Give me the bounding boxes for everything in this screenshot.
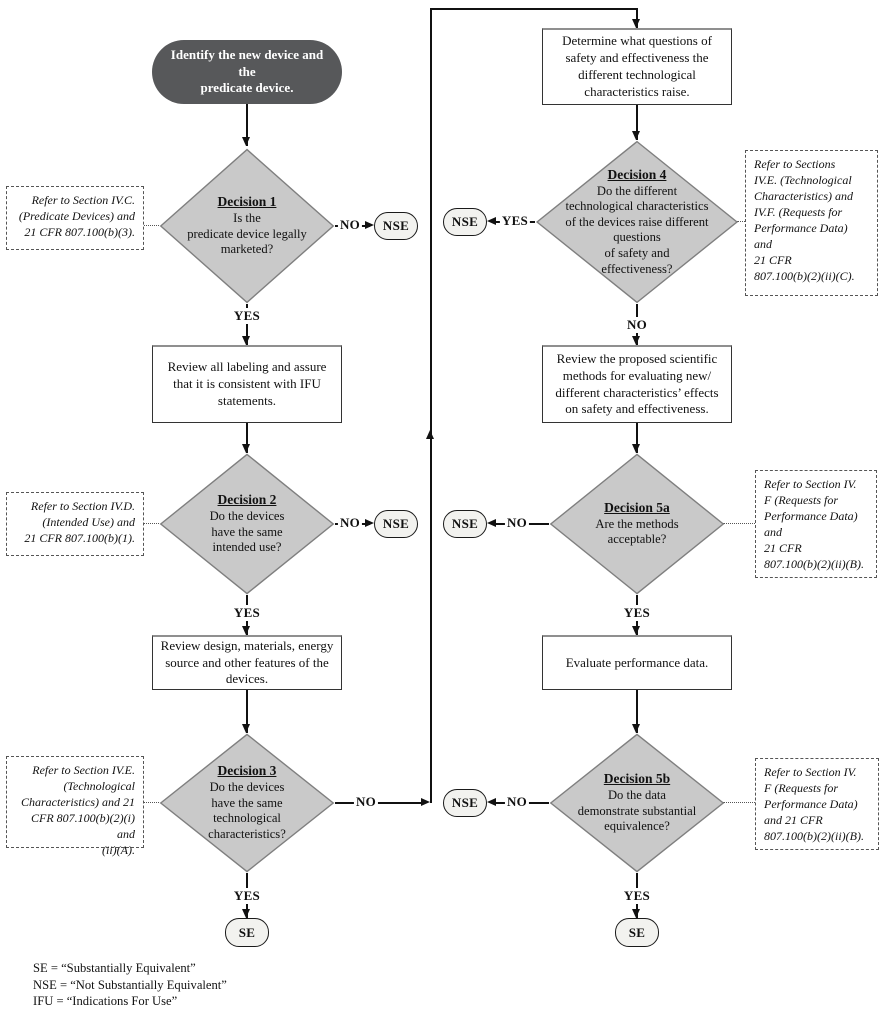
decision-4-question: Do the different technological character… (565, 183, 709, 276)
arrowhead-down-icon (631, 444, 640, 453)
arrow-line (636, 690, 638, 733)
arrowhead-down-icon (631, 336, 640, 345)
dotted-connector (723, 802, 755, 803)
dotted-connector (723, 523, 755, 524)
arrowhead-right-icon (365, 220, 374, 229)
arrow-line (636, 8, 638, 28)
arrowhead-left-icon (487, 797, 496, 806)
process-review-design: Review design, materials, energy source … (152, 635, 342, 690)
arrow-line (246, 104, 248, 146)
arrowhead-down-icon (241, 444, 250, 453)
diamond-shape-icon (535, 140, 739, 304)
arrow-line (246, 304, 248, 345)
arrowhead-left-icon (487, 518, 496, 527)
process-evaluate-performance: Evaluate performance data. (542, 635, 732, 690)
diamond-shape-icon (549, 453, 725, 595)
arrowhead-down-icon (631, 626, 640, 635)
decision-5b-title: Decision 5b (603, 771, 671, 787)
no-label: NO (624, 317, 650, 333)
diamond-shape-icon (159, 733, 335, 873)
nse-terminal: NSE (443, 208, 487, 236)
no-label: NO (504, 515, 530, 531)
arrowhead-down-icon (631, 724, 640, 733)
no-label: NO (504, 794, 530, 810)
arrowhead-down-icon (241, 137, 250, 146)
decision-4-diamond: Decision 4 Do the different technologica… (535, 140, 739, 304)
diamond-shape-icon (159, 148, 335, 304)
decision-3-reference-note: Refer to Section IV.E. (Technological Ch… (6, 756, 144, 857)
no-label: NO (353, 794, 379, 810)
diamond-shape-icon (549, 733, 725, 873)
yes-label: YES (231, 888, 263, 904)
decision-1-reference-note: Refer to Section IV.C. (Predicate Device… (6, 186, 144, 250)
arrow-line (246, 423, 248, 453)
se-terminal: SE (615, 918, 659, 947)
decision-5a-reference-note: Refer to Section IV. F (Requests for Per… (755, 470, 877, 578)
dotted-connector (144, 225, 159, 226)
no-label: NO (337, 217, 363, 233)
decision-2-reference-note: Refer to Section IV.D. (Intended Use) an… (6, 492, 144, 556)
nse-terminal: NSE (443, 789, 487, 817)
branch-line (335, 802, 424, 804)
no-label: NO (337, 515, 363, 531)
arrowhead-left-icon (487, 216, 496, 225)
arrowhead-right-icon (421, 797, 430, 806)
decision-5a-title: Decision 5a (604, 499, 670, 515)
arrowhead-down-icon (241, 336, 250, 345)
decision-2-question: Do the devices have the same intended us… (209, 509, 285, 555)
decision-3-question: Do the devices have the same technologic… (208, 780, 286, 842)
arrow-line (636, 105, 638, 140)
diamond-shape-icon (159, 453, 335, 595)
decision-4-reference-note: Refer to Sections IV.E. (Technological C… (745, 150, 878, 296)
arrowhead-up-icon (426, 430, 434, 439)
decision-5a-question: Are the methods acceptable? (595, 516, 679, 547)
arrow-line (246, 690, 248, 733)
arrowhead-down-icon (631, 19, 640, 28)
process-review-methods: Review the proposed scientific methods f… (542, 345, 732, 423)
dotted-connector (737, 221, 747, 222)
decision-1-title: Decision 1 (217, 194, 277, 210)
decision-2-diamond: Decision 2 Do the devices have the same … (159, 453, 335, 595)
arrowhead-down-icon (631, 909, 640, 918)
abbreviation-legend: SE = “Substantially Equivalent” NSE = “N… (33, 961, 227, 1009)
nse-terminal: NSE (443, 510, 487, 538)
se-terminal: SE (225, 918, 269, 947)
decision-5b-question: Do the data demonstrate substantial equi… (577, 788, 697, 834)
decision-3-diamond: Decision 3 Do the devices have the same … (159, 733, 335, 873)
start-node: Identify the new device and the predicat… (152, 40, 342, 104)
arrow-line (636, 423, 638, 453)
decision-5b-diamond: Decision 5b Do the data demonstrate subs… (549, 733, 725, 873)
feedback-line-top (430, 8, 637, 10)
yes-label: YES (621, 605, 653, 621)
yes-label: YES (231, 308, 263, 324)
yes-label: YES (621, 888, 653, 904)
arrowhead-down-icon (241, 626, 250, 635)
arrowhead-down-icon (241, 909, 250, 918)
process-review-labeling: Review all labeling and assure that it i… (152, 345, 342, 423)
process-determine-questions: Determine what questions of safety and e… (542, 28, 732, 105)
nse-terminal: NSE (374, 510, 418, 538)
decision-4-title: Decision 4 (607, 166, 667, 182)
decision-3-title: Decision 3 (217, 763, 277, 779)
dotted-connector (144, 802, 159, 803)
decision-2-title: Decision 2 (217, 492, 277, 508)
decision-5b-reference-note: Refer to Section IV. F (Requests for Per… (755, 758, 879, 850)
arrowhead-down-icon (241, 724, 250, 733)
nse-terminal: NSE (374, 212, 418, 240)
dotted-connector (144, 523, 159, 524)
yes-label: YES (499, 213, 531, 229)
decision-1-diamond: Decision 1 Is the predicate device legal… (159, 148, 335, 304)
yes-label: YES (231, 605, 263, 621)
feedback-line-vertical (430, 8, 432, 803)
arrowhead-down-icon (631, 131, 640, 140)
decision-5a-diamond: Decision 5a Are the methods acceptable? (549, 453, 725, 595)
arrowhead-right-icon (365, 518, 374, 527)
decision-1-question: Is the predicate device legally marketed… (187, 211, 307, 257)
